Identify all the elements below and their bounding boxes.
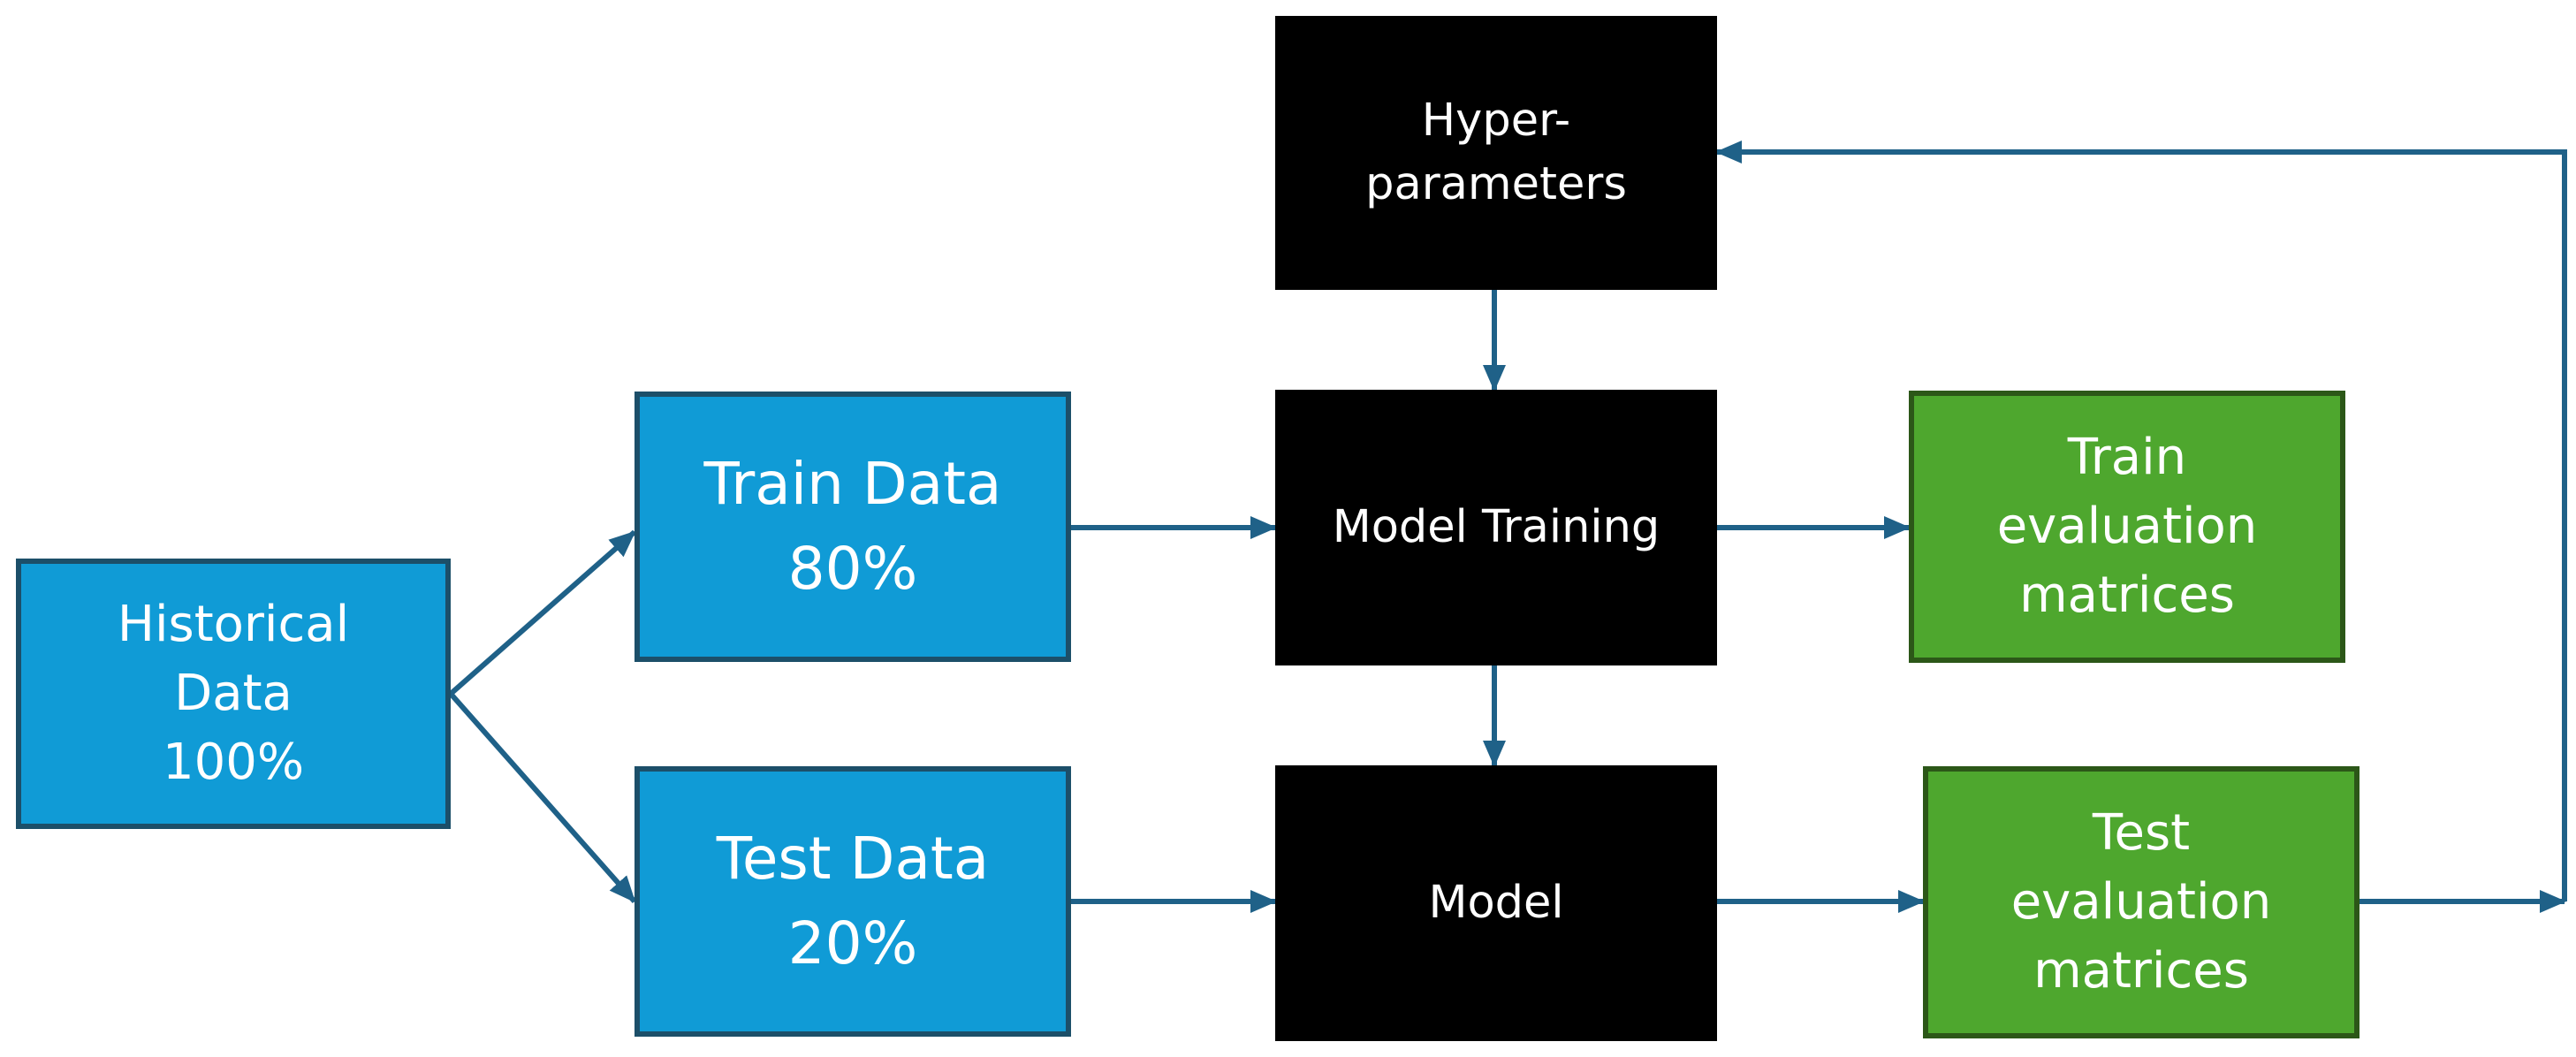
model-label: Model	[1428, 877, 1564, 929]
hyperparameters-box: Hyper-parameters	[1275, 16, 1717, 290]
arrow-historical-to-test	[448, 692, 637, 903]
model-training-label: Model Training	[1332, 501, 1660, 553]
arrow-feedback-to-hyper	[1715, 141, 2567, 901]
model-box: Model	[1275, 765, 1717, 1041]
arrow-historical-to-train	[449, 529, 636, 696]
model-training-box: Model Training	[1275, 390, 1717, 665]
hyperparameters-label: Hyper-parameters	[1365, 95, 1627, 210]
